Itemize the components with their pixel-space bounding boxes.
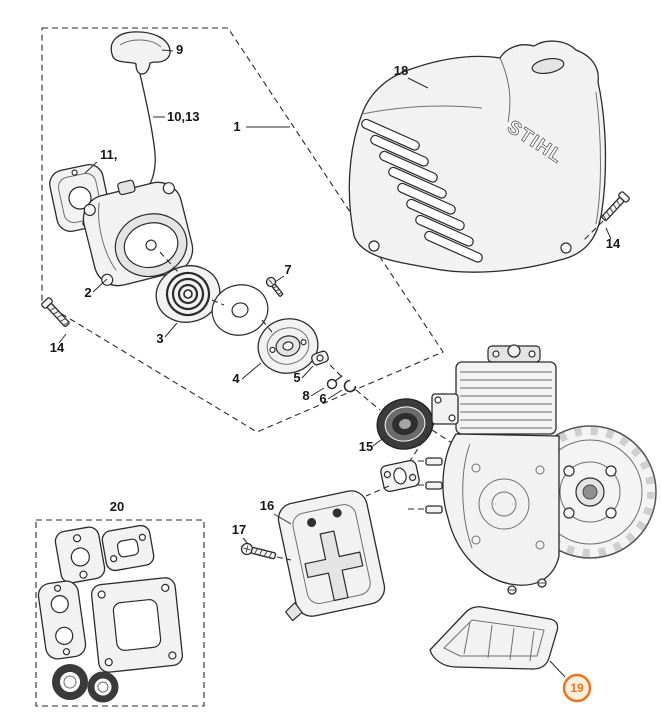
starter-rope (139, 73, 156, 193)
muffler-gasket (380, 460, 420, 492)
bolt-17 (240, 542, 277, 560)
clutch-drum (376, 398, 434, 450)
callout-6[interactable]: 6 (319, 391, 326, 406)
callout-11[interactable]: 11, (100, 147, 117, 162)
starter-pawl (311, 350, 329, 366)
callout-10-13[interactable]: 10,13 (167, 109, 200, 124)
bolt-14-left (41, 297, 70, 328)
callout-19[interactable]: 19 (570, 681, 584, 695)
callout-15[interactable]: 15 (359, 439, 373, 454)
highlight-circle[interactable] (562, 673, 592, 703)
callout-2[interactable]: 2 (84, 285, 91, 300)
starter-assembly-boundary (41, 27, 444, 433)
muffler (277, 490, 386, 622)
callout-3[interactable]: 3 (156, 331, 163, 346)
callout-19-highlight[interactable]: 19 (562, 673, 592, 703)
muffler-gasket-axis (365, 485, 390, 497)
screw-7 (265, 276, 284, 297)
callout-7[interactable]: 7 (284, 262, 291, 277)
callout-1[interactable]: 1 (233, 119, 240, 134)
cover-louvers (361, 118, 483, 263)
starter-housing (82, 179, 194, 287)
engine-assembly (406, 344, 657, 595)
callout-16[interactable]: 16 (260, 498, 274, 513)
engine-pan (429, 606, 559, 670)
callout-17[interactable]: 17 (232, 522, 246, 537)
rewind-spring (155, 265, 221, 323)
callout-leaders (58, 49, 612, 678)
callout-14-right[interactable]: 14 (606, 236, 621, 251)
gasket-set (35, 519, 205, 707)
bolt-17-axis (276, 556, 292, 561)
callout-14-left[interactable]: 14 (50, 340, 65, 355)
callout-18[interactable]: 18 (394, 63, 408, 78)
engine-cover: STIHL (348, 40, 607, 273)
retaining-clip (343, 379, 357, 393)
bolt-14-right (601, 191, 630, 222)
rope-rotor (257, 318, 319, 374)
oil-seals (52, 664, 119, 703)
callout-5[interactable]: 5 (293, 370, 300, 385)
starter-grip (110, 31, 171, 75)
bolt-14-right-axis (581, 220, 604, 243)
pawl-spring (326, 375, 343, 390)
callout-9[interactable]: 9 (176, 42, 183, 57)
callout-4[interactable]: 4 (232, 371, 240, 386)
spring-cover-plate (211, 284, 269, 336)
callout-8[interactable]: 8 (302, 388, 309, 403)
callout-20[interactable]: 20 (110, 499, 124, 514)
